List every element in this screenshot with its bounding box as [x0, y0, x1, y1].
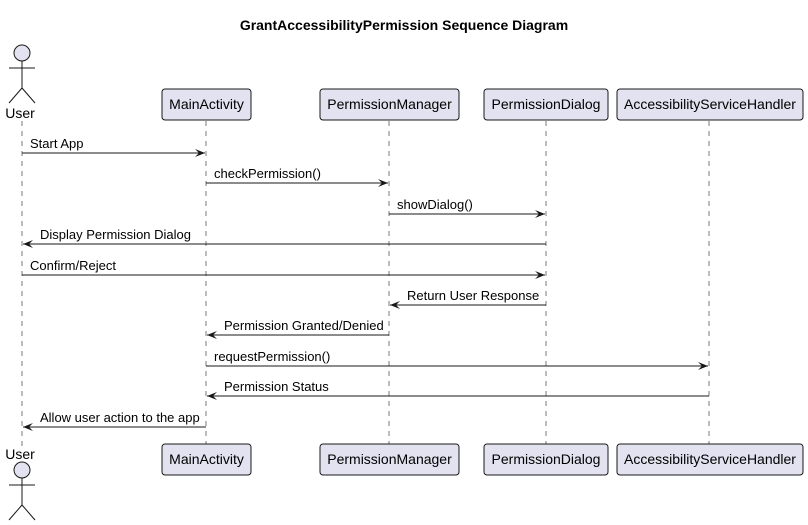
message-arrowhead — [698, 362, 708, 370]
participant-label: MainActivity — [169, 451, 244, 467]
message-arrowhead — [390, 301, 400, 309]
participant-box — [319, 88, 460, 121]
message-label: Permission Status — [224, 379, 329, 394]
message-label: Permission Granted/Denied — [224, 318, 384, 333]
message-4: Display Permission Dialog — [23, 227, 546, 248]
message-arrowhead — [195, 149, 205, 157]
message-2: checkPermission() — [206, 166, 388, 187]
participant-box — [319, 443, 460, 476]
participant-pm-bottom: PermissionManager — [319, 443, 460, 476]
lifelines — [21, 121, 710, 446]
participant-main-bottom: MainActivity — [161, 443, 252, 476]
message-label: Allow user action to the app — [40, 410, 200, 425]
message-label: Start App — [30, 136, 83, 151]
participant-ash-bottom: AccessibilityServiceHandler — [616, 443, 804, 476]
participant-label: PermissionManager — [327, 96, 452, 112]
message-arrowhead — [23, 423, 33, 431]
message-7: Permission Granted/Denied — [207, 318, 389, 339]
messages: Start App checkPermission() showDialog() Di… — [22, 136, 709, 431]
participant-ash-top: AccessibilityServiceHandler — [616, 88, 804, 121]
participant-box — [616, 88, 804, 121]
message-3: showDialog() — [389, 197, 545, 218]
participant-pm-top: PermissionManager — [319, 88, 460, 121]
participant-box — [483, 443, 609, 476]
message-8: requestPermission() — [206, 349, 708, 370]
actor-label-user-top: User — [5, 105, 35, 121]
message-arrowhead — [535, 271, 545, 279]
participant-box — [483, 88, 609, 121]
participant-label: AccessibilityServiceHandler — [624, 96, 796, 112]
participant-box — [616, 443, 804, 476]
participants: UserUserMainActivityMainActivityPermissi… — [5, 44, 804, 521]
actor-user-bottom-icon — [8, 461, 36, 521]
participant-label: PermissionManager — [327, 451, 452, 467]
participant-pd-bottom: PermissionDialog — [483, 443, 609, 476]
participant-label: PermissionDialog — [492, 96, 601, 112]
message-label: checkPermission() — [214, 166, 321, 181]
message-label: Return User Response — [407, 288, 539, 303]
message-label: Confirm/Reject — [30, 258, 116, 273]
message-1: Start App — [22, 136, 205, 157]
participant-label: PermissionDialog — [492, 451, 601, 467]
participant-label: MainActivity — [169, 96, 244, 112]
message-10: Allow user action to the app — [23, 410, 206, 431]
message-label: requestPermission() — [214, 349, 330, 364]
actor-label-user-bottom: User — [5, 446, 35, 462]
participant-label: AccessibilityServiceHandler — [624, 451, 796, 467]
participant-main-top: MainActivity — [161, 88, 252, 121]
message-arrowhead — [378, 179, 388, 187]
message-6: Return User Response — [390, 288, 546, 309]
participant-box — [161, 443, 252, 476]
message-label: Display Permission Dialog — [40, 227, 191, 242]
participant-pd-top: PermissionDialog — [483, 88, 609, 121]
message-5: Confirm/Reject — [22, 258, 545, 279]
participant-box — [161, 88, 252, 121]
message-arrowhead — [535, 210, 545, 218]
message-arrowhead — [207, 331, 217, 339]
actor-user-top-icon — [8, 44, 36, 104]
message-label: showDialog() — [397, 197, 473, 212]
diagram-title: GrantAccessibilityPermission Sequence Di… — [240, 17, 568, 33]
message-arrowhead — [23, 240, 33, 248]
message-arrowhead — [207, 392, 217, 400]
message-9: Permission Status — [207, 379, 709, 400]
